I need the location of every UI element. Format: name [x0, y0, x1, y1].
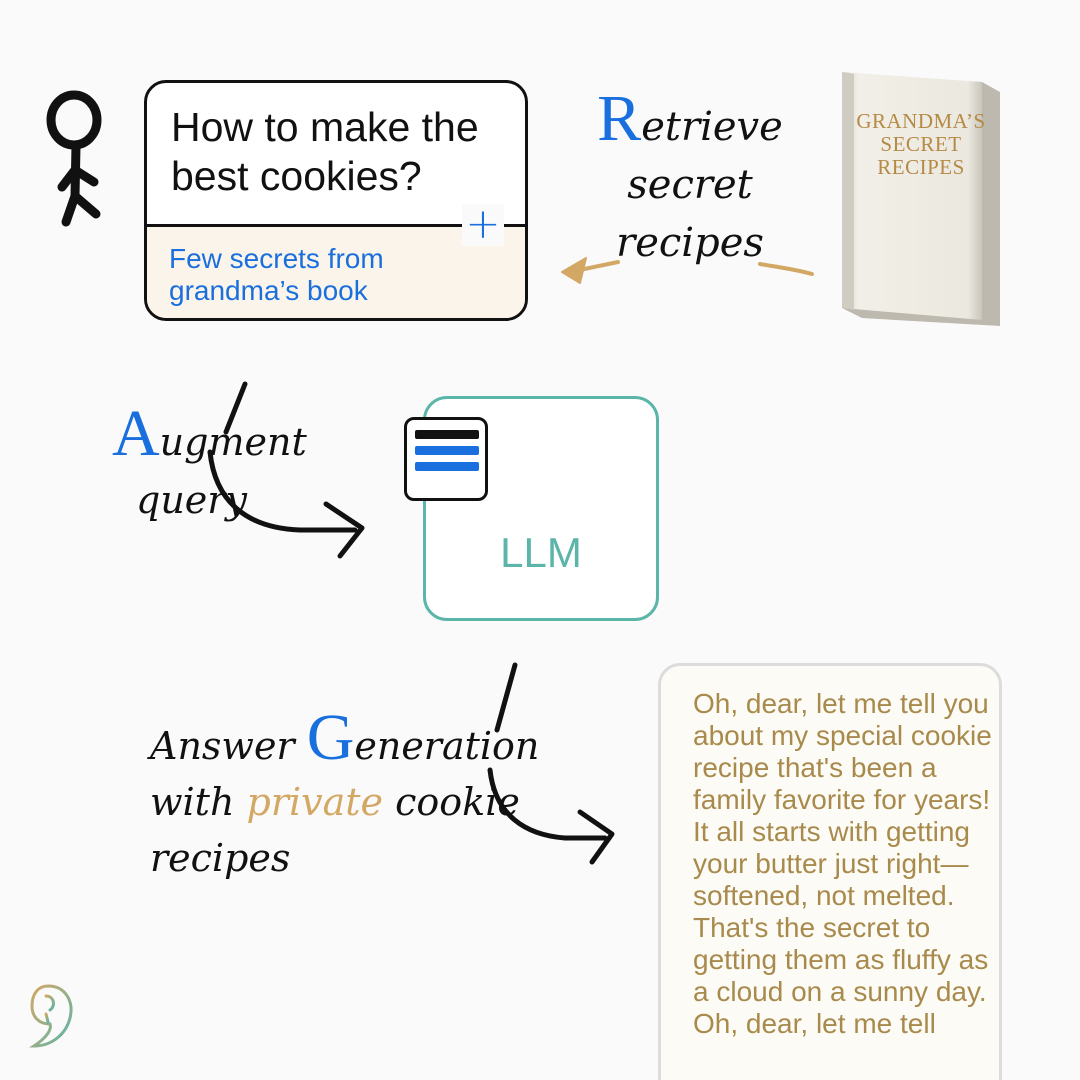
retrieve-line1: etrieve — [641, 104, 783, 150]
retrieve-initial: R — [597, 82, 642, 155]
plus-icon: + — [462, 203, 504, 246]
generation-line2-prefix: with — [150, 780, 247, 824]
stick-figure-icon — [46, 90, 102, 227]
augment-initial: A — [112, 397, 160, 470]
query-divider — [147, 224, 525, 227]
generation-initial: G — [306, 701, 355, 774]
query-context-text: Few secrets from grandma’s book — [169, 243, 384, 306]
book-title: GRANDMA’S SECRET RECIPES — [856, 109, 986, 180]
llm-box: LLM — [423, 396, 659, 621]
document-line — [415, 446, 479, 455]
augment-line2: query — [136, 478, 247, 522]
document-line — [415, 462, 479, 471]
query-question: How to make the best cookies? — [171, 104, 479, 200]
retrieve-line2: secret — [627, 162, 753, 208]
augment-line1: ugment — [159, 420, 307, 464]
generation-line1-prefix: Answer — [150, 724, 307, 768]
generation-accent-word: private — [246, 780, 384, 824]
generation-line2-suffix: cookie — [383, 780, 520, 824]
book-icon: GRANDMA’S SECRET RECIPES — [832, 68, 1002, 330]
answer-text: Oh, dear, let me tell you about my speci… — [693, 688, 992, 1039]
augment-step-label: Augment query — [112, 401, 332, 529]
generation-arrowhead — [577, 809, 615, 865]
llm-label: LLM — [500, 529, 582, 576]
document-line — [415, 430, 479, 439]
generation-line3: recipes — [150, 836, 291, 880]
retrieve-line3: recipes — [616, 220, 764, 266]
book-cover-graphic — [842, 72, 1000, 326]
generation-step-label: Answer Generation with private cookie re… — [150, 705, 570, 886]
logo-icon — [29, 984, 73, 1048]
document-icon — [404, 417, 488, 501]
generation-line1-rest: eneration — [354, 724, 540, 768]
retrieve-arrowhead — [561, 257, 587, 284]
retrieve-step-label: Retrieve secret recipes — [590, 86, 790, 272]
answer-card: Oh, dear, let me tell you about my speci… — [658, 663, 1002, 1080]
